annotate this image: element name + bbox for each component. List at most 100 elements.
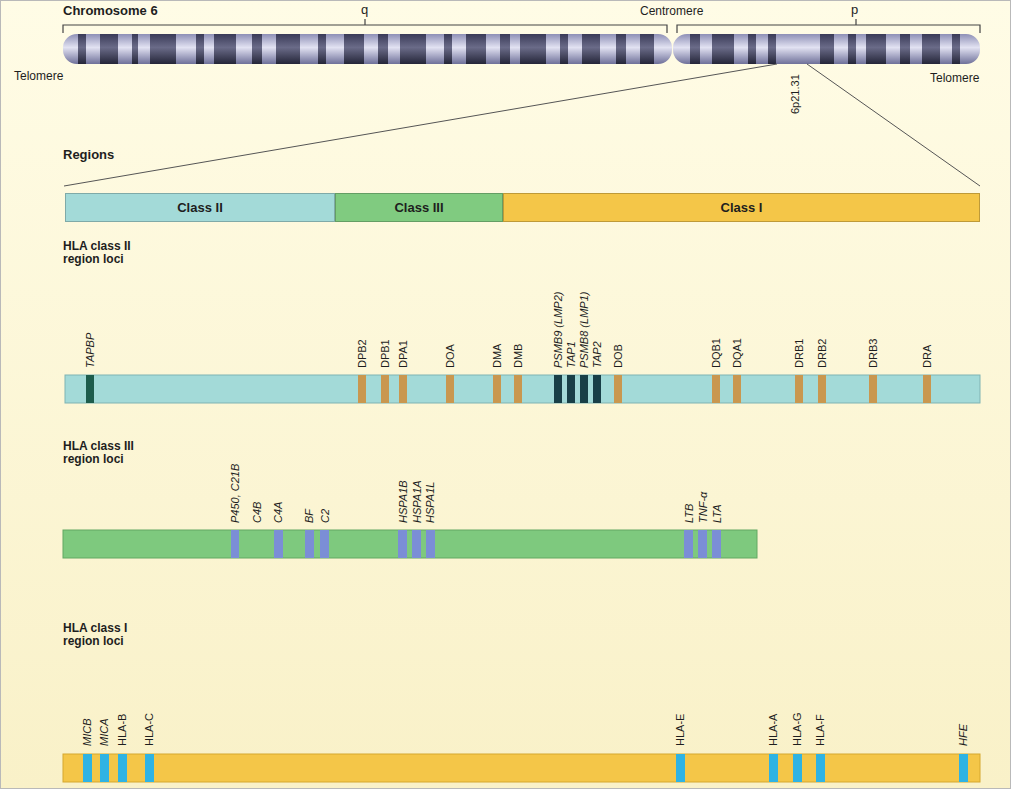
- locus-mark: [100, 754, 109, 782]
- region-band: Class I: [503, 193, 980, 222]
- gene-locus: HLA-B: [116, 714, 128, 746]
- arm-label: q: [361, 3, 368, 17]
- gene-locus: TAP2: [591, 341, 603, 368]
- chromosome-title: Chromosome 6: [63, 4, 158, 18]
- locus-mark: [514, 375, 522, 403]
- locus-mark: [567, 375, 575, 403]
- gene-locus: PSMB9 (LMP2): [552, 292, 564, 368]
- gene-locus: C4A: [272, 502, 284, 523]
- gene-locus: HLA-A: [767, 714, 779, 746]
- chromosome: [60, 34, 985, 64]
- chromosome-band: [560, 34, 568, 64]
- chromosome-band: [100, 34, 118, 64]
- gene-locus: MICB: [81, 719, 93, 747]
- chromosome-band: [640, 34, 654, 64]
- locus-mark: [923, 375, 931, 403]
- gene-locus: HLA-G: [791, 712, 803, 746]
- gene-locus: TAPBP: [84, 333, 96, 368]
- locus-mark: [593, 375, 601, 403]
- locus-mark: [381, 375, 389, 403]
- telomere-label: Telomere: [930, 72, 979, 85]
- locus-mark: [86, 375, 94, 403]
- p-arm-bracket: [677, 19, 980, 33]
- chromosome-band: [952, 34, 960, 64]
- chromosome-band: [444, 34, 452, 64]
- gene-locus: DRB1: [793, 339, 805, 368]
- locus-mark: [816, 754, 825, 782]
- locus-mark: [698, 530, 707, 558]
- locus-mark: [733, 375, 741, 403]
- chromosome-band: [712, 34, 734, 64]
- chromosome-band: [616, 34, 626, 64]
- gene-locus: HLA-F: [814, 714, 826, 746]
- region-band: Class II: [65, 193, 335, 222]
- gene-locus: HLA-C: [143, 713, 155, 746]
- gene-locus: C4B: [251, 502, 263, 523]
- locus-mark: [793, 754, 802, 782]
- locus-mark: [869, 375, 877, 403]
- region-name: Class II: [177, 200, 223, 215]
- gene-locus: DMA: [491, 344, 503, 368]
- arm-label: p: [851, 3, 858, 17]
- chromosome-band: [132, 34, 138, 64]
- loci-bar: [63, 754, 980, 782]
- gene-locus: HSPA1L: [424, 482, 436, 523]
- locus-mark: [493, 375, 501, 403]
- section-heading: HLA class III region loci: [63, 440, 155, 466]
- gene-locus: HSPA1B: [397, 480, 409, 523]
- locus-mark: [145, 754, 154, 782]
- gene-locus: DRB2: [816, 339, 828, 368]
- zoom-line: [807, 64, 980, 186]
- loci-bar: [63, 530, 757, 558]
- chromosome-band: [252, 34, 262, 64]
- gene-locus: LTB: [683, 504, 695, 523]
- gene-locus: DPB2: [356, 339, 368, 368]
- chromosome-band: [848, 34, 856, 64]
- gene-locus: PSMB8 (LMP1): [578, 292, 590, 368]
- chromosome-body: [60, 34, 985, 64]
- chromosome-band: [150, 34, 176, 64]
- section-heading: HLA class I region loci: [63, 622, 155, 648]
- locus-mark: [676, 754, 685, 782]
- zoom-line: [64, 64, 777, 186]
- chromosome-band: [276, 34, 300, 64]
- q-arm-bracket: [63, 19, 667, 33]
- gene-locus: TAP1: [565, 341, 577, 368]
- locus-mark: [684, 530, 693, 558]
- chromosome-band: [922, 34, 940, 64]
- region-band: Class III: [335, 193, 503, 222]
- centromere-label: Centromere: [640, 5, 703, 18]
- gene-locus: TNF-α: [697, 492, 709, 523]
- gene-locus: BF: [303, 509, 315, 523]
- gene-locus: HSPA1A: [411, 480, 423, 523]
- locus-mark: [446, 375, 454, 403]
- gene-locus: P450, C21B: [229, 464, 241, 523]
- section-heading: HLA class II region loci: [63, 240, 155, 266]
- gene-locus: DQA1: [731, 338, 743, 368]
- locus-mark: [399, 375, 407, 403]
- chromosome-band: [318, 34, 326, 64]
- region-name: Class III: [394, 200, 443, 215]
- chromosome-band: [78, 34, 86, 64]
- gene-locus: DPB1: [379, 339, 391, 368]
- gene-locus: DRA: [921, 345, 933, 368]
- chromosome-band: [820, 34, 834, 64]
- gene-locus: C2: [319, 509, 331, 523]
- gene-locus: HLA-E: [674, 714, 686, 746]
- locus-mark: [231, 530, 239, 558]
- chromosome-band: [500, 34, 510, 64]
- chromosome-band: [400, 34, 426, 64]
- gene-locus: HFE: [957, 724, 969, 746]
- gene-locus: DQB1: [710, 338, 722, 368]
- gene-locus: DOB: [612, 344, 624, 368]
- gene-locus: LTA: [711, 504, 723, 523]
- section-heading: Regions: [63, 148, 114, 162]
- telomere-label: Telomere: [14, 70, 63, 83]
- locus-mark: [818, 375, 826, 403]
- locus-mark: [412, 530, 421, 558]
- locus-mark: [274, 530, 283, 558]
- locus-mark: [554, 375, 562, 403]
